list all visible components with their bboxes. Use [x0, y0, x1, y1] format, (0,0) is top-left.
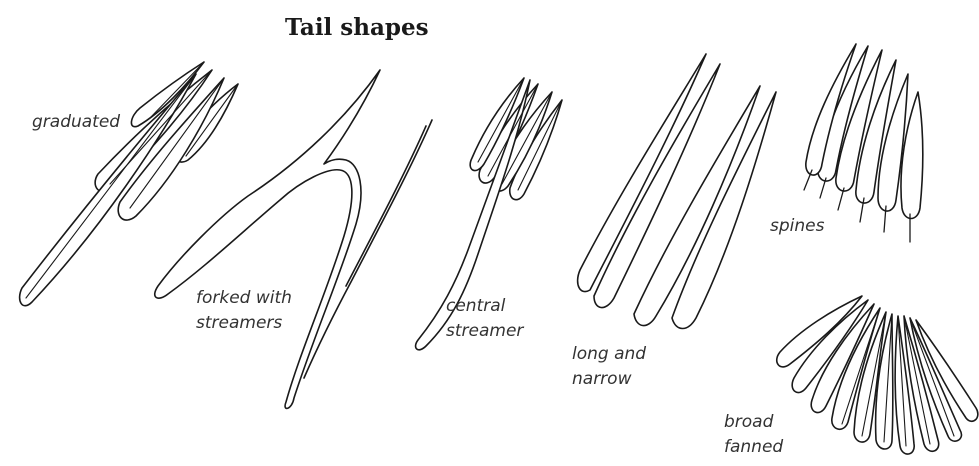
spines-tail-illustration: [804, 44, 923, 242]
label-long-and-narrow: long and narrow: [572, 342, 646, 392]
label-long-line1: long and: [572, 342, 646, 367]
label-long-line2: narrow: [572, 367, 646, 392]
label-graduated-text: graduated: [32, 112, 120, 132]
label-central-streamer: central streamer: [446, 294, 523, 344]
label-forked-with-streamers: forked with streamers: [196, 286, 292, 336]
label-graduated: graduated: [32, 110, 120, 135]
label-broad-line1: broad: [724, 410, 783, 435]
long-narrow-tail-illustration: [578, 54, 776, 329]
label-forked-line1: forked with: [196, 286, 292, 311]
spine-3: [838, 188, 844, 210]
graduated-shaft-5: [26, 74, 196, 298]
label-central-line2: streamer: [446, 319, 523, 344]
label-forked-line2: streamers: [196, 311, 292, 336]
graduated-tail-illustration: [20, 62, 238, 306]
diagram-title: Tail shapes: [285, 14, 429, 41]
label-broad-fanned: broad fanned: [724, 410, 783, 460]
label-spines-text: spines: [770, 216, 824, 236]
label-central-line1: central: [446, 294, 523, 319]
label-broad-line2: fanned: [724, 435, 783, 460]
label-spines: spines: [770, 214, 824, 239]
broad-fanned-tail-illustration: [777, 296, 978, 454]
